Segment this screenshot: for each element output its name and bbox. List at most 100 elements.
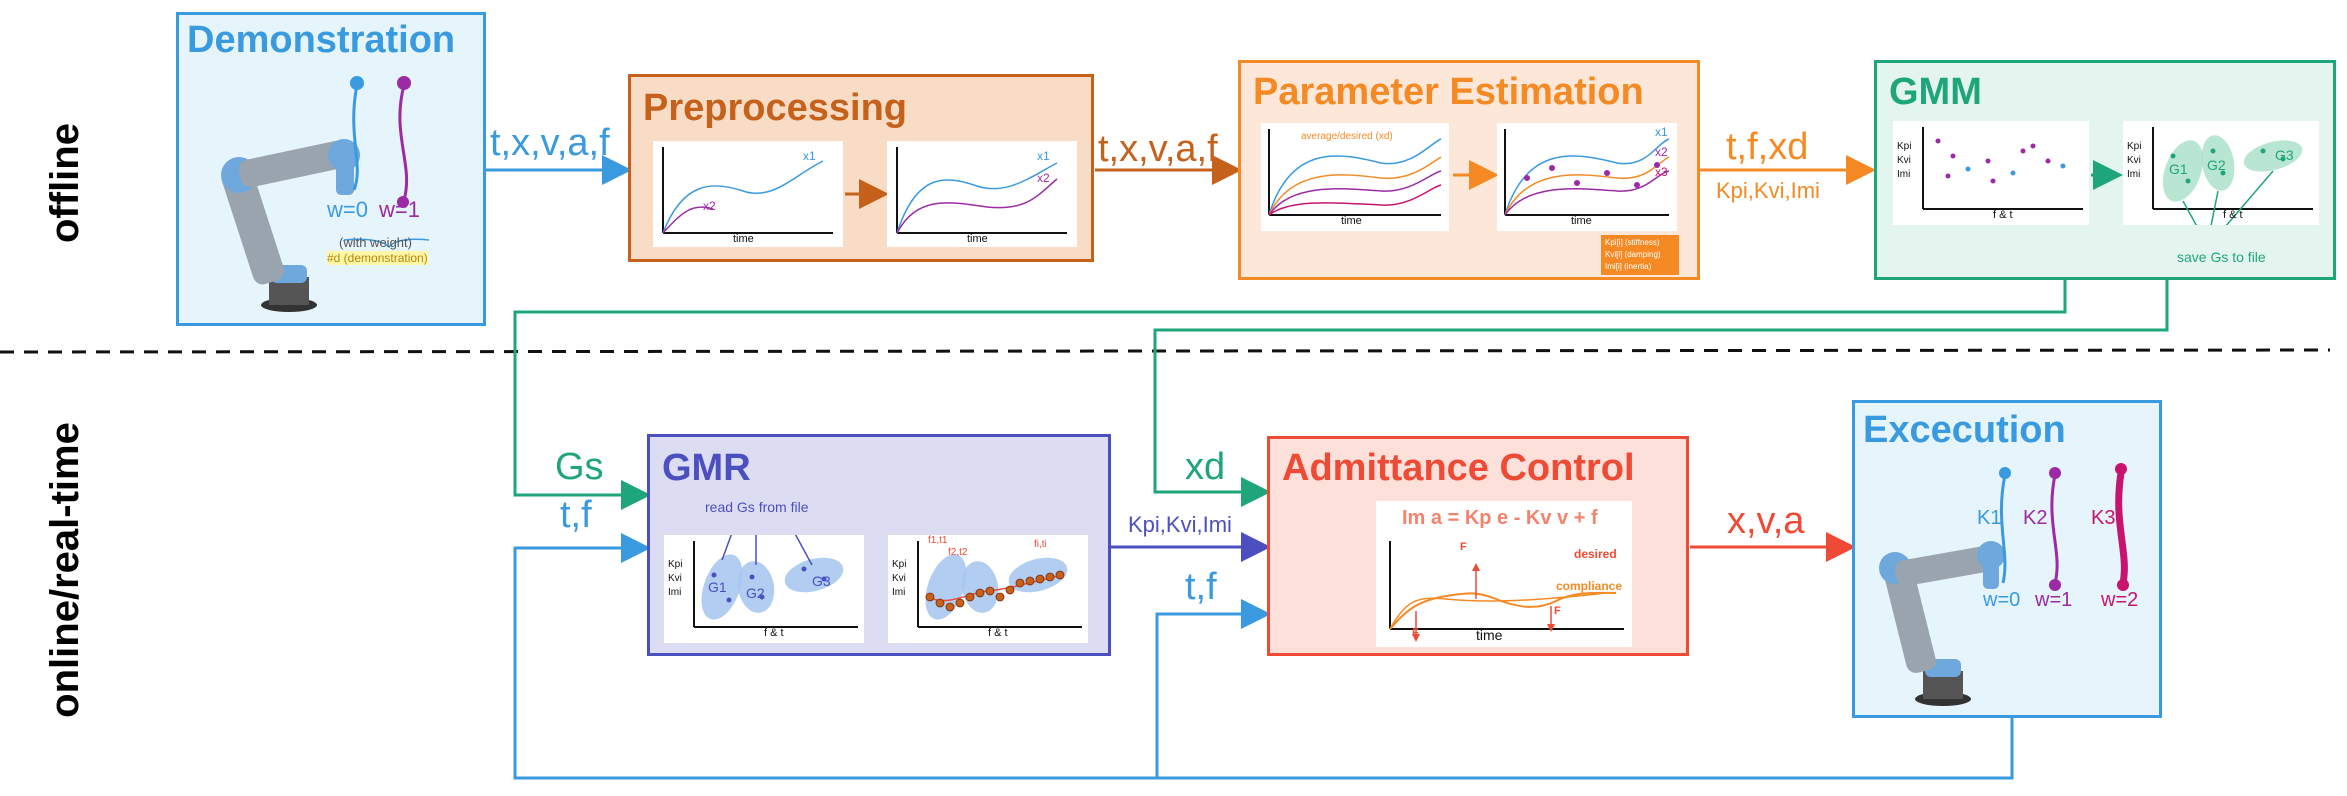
- admittance-F1: F: [1460, 541, 1467, 553]
- gmr-rg-kpi: Kpi: [892, 559, 907, 570]
- param-plot-avg: average/desired (xd) time: [1261, 123, 1449, 231]
- gmm-pts-axis: f & t: [1993, 209, 2013, 221]
- pre-plot-processed: x1 x2 time: [887, 141, 1077, 247]
- param-box: Parameter Estimation average/desired (xd…: [1238, 60, 1700, 280]
- gmm-cl-axis: f & t: [2223, 209, 2243, 221]
- pre-proc-x2: x2: [1037, 171, 1050, 185]
- gmr-cl-axis: f & t: [764, 627, 784, 639]
- param-est-time: time: [1571, 215, 1592, 227]
- gmm-pts-kpi: Kpi: [1897, 141, 1912, 152]
- execution-box: Excecution K1 K2 K3 w=0 w=1 w=2: [1852, 400, 2162, 718]
- exec-w2: w=2: [2101, 589, 2139, 611]
- gmm-cl-kvi: Kvi: [2127, 155, 2141, 166]
- edge-label-pre-param: t,x,v,a,f: [1098, 128, 1218, 170]
- section-online: online/real-time: [43, 422, 87, 718]
- param-avg-time: time: [1341, 215, 1362, 227]
- gmm-cl-kpi: Kpi: [2127, 141, 2142, 152]
- gmr-title: GMR: [662, 447, 751, 489]
- admittance-desired: desired: [1574, 547, 1617, 561]
- edge-feedback-adm: [1155, 599, 1271, 778]
- gmr-cl-g3: G3: [812, 573, 831, 589]
- gmr-rg-f2: f2,t2: [948, 547, 968, 558]
- exec-k1: K1: [1977, 507, 2002, 529]
- execution-title: Excecution: [1863, 409, 2066, 451]
- param-avg-label: average/desired (xd): [1301, 131, 1393, 142]
- demo-w1: w=1: [379, 197, 420, 222]
- edge-label-tf-adm: t,f: [1185, 566, 1217, 608]
- gmr-cl-kpi: Kpi: [668, 559, 683, 570]
- edge-label-param-gmm-sub: Kpi,Kvi,Imi: [1716, 178, 1820, 203]
- admittance-F2: F: [1554, 605, 1561, 617]
- edge-label-gmr-adm: Kpi,Kvi,Imi: [1128, 512, 1232, 537]
- gmm-pts-kvi: Kvi: [1897, 155, 1911, 166]
- gmr-cl-g2: G2: [746, 585, 765, 601]
- admittance-compliance: compliance: [1556, 579, 1623, 593]
- edge-feedback-gmr: [513, 533, 2014, 780]
- gmr-plot-clusters: Kpi Kvi Imi G1 G2 G3 f & t: [664, 494, 864, 643]
- gmm-cl-g2: G2: [2207, 157, 2226, 173]
- gmm-cl-imi: Imi: [2127, 169, 2141, 180]
- gmr-cl-g1: G1: [708, 579, 727, 595]
- exec-k3: K3: [2091, 507, 2116, 529]
- exec-w0: w=0: [1983, 589, 2021, 611]
- section-offline: offline: [43, 123, 87, 243]
- admittance-title: Admittance Control: [1282, 447, 1635, 489]
- pre-raw-x2: x2: [703, 199, 716, 213]
- gmm-save-label: save Gs to file: [2177, 249, 2266, 265]
- robot-arm-exec: [1879, 463, 2129, 706]
- gmr-box: GMR read Gs from file Kpi Kvi Imi G1: [647, 434, 1111, 656]
- param-kvi: Kvi[i] (damping): [1605, 250, 1661, 259]
- gmm-plot-clusters: Kpi Kvi Imi G1 G2 G3 f & t: [2123, 121, 2319, 242]
- edge-label-gs: Gs: [555, 446, 604, 488]
- gmr-rg-imi: Imi: [892, 587, 906, 598]
- param-imi: Imi[i] (inertia): [1605, 262, 1652, 271]
- demonstration-title: Demonstration: [187, 19, 456, 61]
- admittance-equation: Im a = Kp e - Kv v + f: [1402, 507, 1598, 529]
- param-est-x1: x1: [1655, 125, 1668, 139]
- edge-label-param-gmm: t,f,xd: [1726, 126, 1809, 168]
- robot-arm-demo: [221, 76, 430, 312]
- edge-label-adm-exec: x,v,a: [1727, 500, 1805, 542]
- exec-k2: K2: [2023, 507, 2048, 529]
- gmm-pts-imi: Imi: [1897, 169, 1911, 180]
- gmm-plot-points: Kpi Kvi Imi f & t: [1893, 121, 2089, 225]
- gmr-cl-imi: Imi: [668, 587, 682, 598]
- gmr-cl-kvi: Kvi: [668, 573, 682, 584]
- param-title: Parameter Estimation: [1253, 71, 1644, 113]
- param-inner-arrow: [1453, 160, 1499, 190]
- gmm-cl-g3: G3: [2275, 147, 2294, 163]
- edge-label-tf-gmr: t,f: [560, 494, 592, 536]
- edge-label-demo-pre: t,x,v,a,f: [490, 122, 610, 164]
- pre-inner-arrow: [845, 179, 889, 209]
- param-coef-badge: Kpi[i] (stiffness) Kvi[i] (damping) Imi[…: [1601, 235, 1679, 275]
- admittance-time: time: [1476, 627, 1503, 643]
- preprocessing-title: Preprocessing: [643, 87, 907, 129]
- pre-raw-x1: x1: [803, 149, 816, 163]
- pre-raw-time: time: [733, 233, 754, 245]
- admittance-box: Admittance Control Im a = Kp e - Kv v + …: [1267, 436, 1689, 656]
- section-divider: [0, 348, 2331, 354]
- demo-d-note: #d (demonstration): [327, 251, 428, 265]
- param-est-x2: x2: [1655, 145, 1668, 159]
- admittance-F3: F: [1412, 627, 1419, 639]
- demonstration-box: Demonstration w=0 w=1 (with weight) #d (…: [176, 12, 486, 326]
- preprocessing-box: Preprocessing x1 x2 time x1 x2 t: [628, 74, 1094, 262]
- gmr-read-label: read Gs from file: [705, 499, 809, 515]
- pre-plot-raw: x1 x2 time: [653, 141, 843, 247]
- admittance-plot: Im a = Kp e - Kv v + f desired complianc…: [1376, 501, 1632, 647]
- pre-proc-x1: x1: [1037, 149, 1050, 163]
- gmm-title: GMM: [1889, 71, 1982, 113]
- gmr-rg-kvi: Kvi: [892, 573, 906, 584]
- gmr-plot-regression: Kpi Kvi Imi f1,t1 f2,t2 fi,ti f & t: [888, 535, 1088, 643]
- edge-gmm-gmr: [513, 280, 2067, 510]
- edge-gmm-adm: [1153, 280, 2169, 507]
- demo-weight-note: (with weight): [339, 235, 412, 250]
- demo-w0: w=0: [327, 197, 368, 222]
- gmm-box: GMM Kpi Kvi Imi f & t: [1874, 60, 2336, 280]
- pre-proc-time: time: [967, 233, 988, 245]
- gmr-rg-fi: fi,ti: [1034, 539, 1047, 550]
- gmr-rg-axis: f & t: [988, 627, 1008, 639]
- gmm-inner-arrow: [2091, 160, 2123, 190]
